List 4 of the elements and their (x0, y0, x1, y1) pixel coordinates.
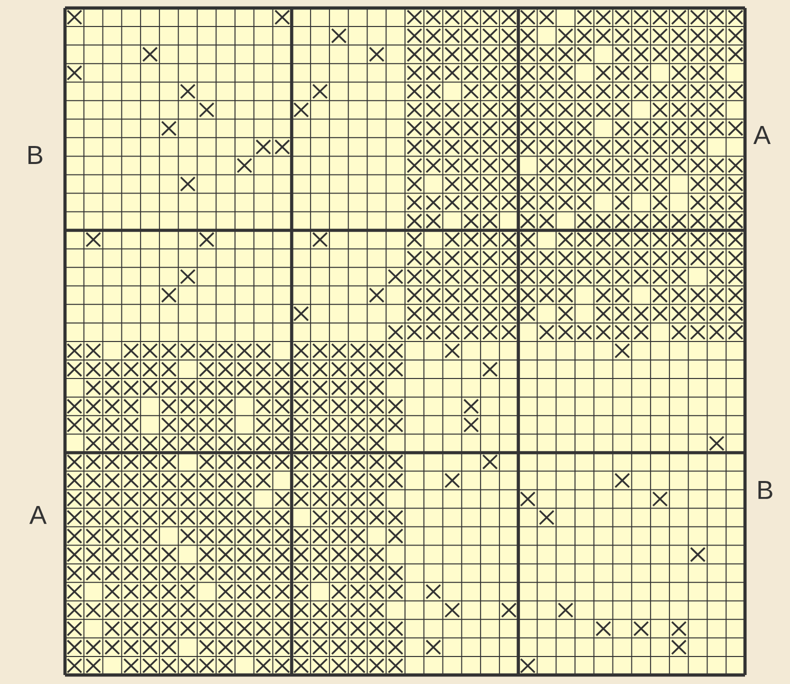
row-marker: A (753, 126, 771, 144)
row-marker: B (758, 481, 772, 499)
row-marker: B (28, 146, 42, 164)
row-marker: A (29, 506, 47, 524)
